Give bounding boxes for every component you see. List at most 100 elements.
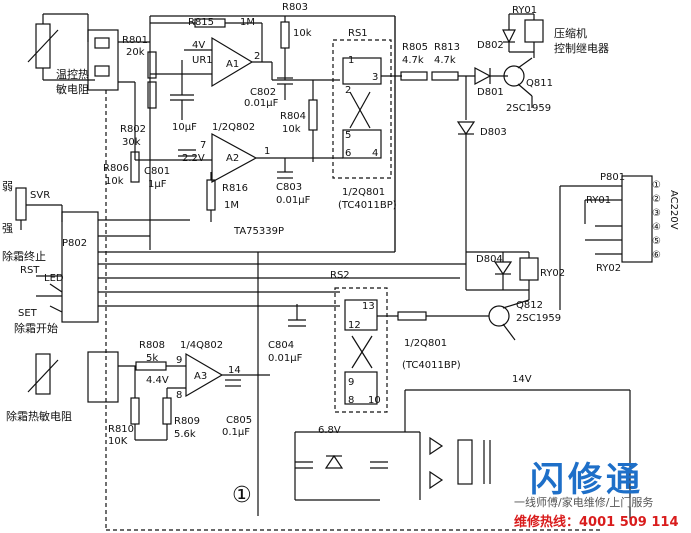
- q811-label: Q811: [526, 78, 553, 89]
- brand-tagline: 一线师傅/家电维修/上门服务: [514, 496, 654, 509]
- r806-label: R806: [103, 163, 130, 174]
- d804-label: D804: [476, 254, 503, 265]
- rs2-gate-2: [344, 371, 378, 405]
- r809-value: 5.6k: [174, 429, 196, 440]
- rs1-flipflop-box: [332, 39, 392, 179]
- temp-sensor-connector: [87, 29, 119, 91]
- p801-pin5: ⑤: [652, 236, 661, 247]
- ta-chip-label: TA75339P: [234, 226, 285, 237]
- rs1-pin3: 3: [372, 72, 379, 83]
- ur1-label: UR1: [192, 55, 213, 66]
- rs1-pin4: 4: [372, 148, 379, 159]
- weak-label: 弱: [2, 180, 13, 193]
- p801-pin3: ③: [652, 208, 661, 219]
- q812-label: Q812: [516, 300, 543, 311]
- r806-resistor: [130, 151, 140, 183]
- c805-label: C805: [226, 415, 253, 426]
- v22-label: 2.2V: [182, 153, 205, 164]
- c801-label: C801: [144, 166, 171, 177]
- q811-type: 2SC1959: [506, 103, 552, 114]
- r801-label: R801: [122, 35, 149, 46]
- compressor-relay-label: 压缩机: [554, 27, 587, 40]
- v4-label: 4V: [192, 40, 206, 51]
- q811-transistor: [503, 65, 525, 87]
- rs2-flipflop-box: [334, 287, 388, 413]
- a2-opamp: [211, 132, 258, 184]
- a2-pin1: 1: [264, 146, 271, 157]
- rectifier-diode: [429, 436, 444, 456]
- temp-sensor-label-2: 敏电阻: [56, 83, 89, 96]
- svr-label: SVR: [30, 190, 51, 201]
- r803-label: R803: [282, 2, 309, 13]
- a2-pin7: 7: [200, 140, 207, 151]
- connector-pin: [94, 37, 110, 49]
- c804-label: C804: [268, 340, 295, 351]
- svr-potentiometer: [15, 187, 27, 221]
- c801-value: 1μF: [148, 179, 167, 190]
- a3-label: A3: [194, 371, 208, 382]
- p802-label: P802: [62, 238, 88, 249]
- r803-value: 10k: [293, 28, 312, 39]
- compressor-relay-label-2: 控制继电器: [554, 42, 609, 55]
- p801-pin2: ②: [652, 194, 661, 205]
- p801-pin1: ①: [652, 180, 661, 191]
- rs2-pin8: 8: [348, 395, 355, 406]
- r809-resistor: [162, 397, 172, 425]
- defrost-sensor-connector: [87, 351, 119, 403]
- r805-label: R805: [402, 42, 429, 53]
- d803-diode: [456, 121, 476, 136]
- rs2-pin10: 10: [368, 395, 381, 406]
- c10-label: 10μF: [172, 122, 197, 133]
- rst-label: RST: [20, 265, 40, 276]
- thermistor-arrow: [27, 29, 59, 63]
- r809-label: R809: [174, 416, 201, 427]
- a1-pin2: 2: [254, 51, 261, 62]
- r805-resistor: [400, 71, 428, 81]
- r813-value: 4.7k: [434, 55, 456, 66]
- rs1-gate-2: [342, 129, 382, 159]
- a2-label: A2: [226, 153, 240, 164]
- c802-value: 0.01μF: [244, 98, 279, 109]
- p801-connector: [621, 175, 653, 263]
- r808-label: R808: [139, 340, 166, 351]
- ry02-relay-coil: [519, 257, 539, 281]
- led-label: LED: [44, 273, 64, 284]
- transformer: [457, 439, 473, 485]
- v14-label: 14V: [512, 374, 532, 385]
- r806-value: 10k: [105, 176, 124, 187]
- r808-value: 5k: [146, 353, 159, 364]
- rs1-pin1: 1: [348, 55, 355, 66]
- rs2-gate-1: [344, 299, 378, 331]
- r813-label: R813: [434, 42, 461, 53]
- v68-label: 6.8V: [318, 425, 341, 436]
- ry01-label: RY01: [512, 5, 538, 16]
- strong-label: 强: [2, 222, 13, 235]
- rs2-ic-label: (TC4011BP): [402, 360, 461, 371]
- r803-resistor: [280, 21, 290, 49]
- temp-sensor-label: 温控热: [56, 68, 89, 81]
- r816-resistor: [206, 179, 216, 211]
- q812-type: 2SC1959: [516, 313, 562, 324]
- r801-resistor: [147, 51, 157, 79]
- a3-pin14: 14: [228, 365, 241, 376]
- r816-label: R816: [222, 183, 249, 194]
- p801-ry02-label: RY02: [596, 263, 622, 274]
- rs1-label: RS1: [348, 28, 368, 39]
- set-label: SET: [18, 308, 37, 319]
- rs1-half-label: 1/2Q801: [342, 187, 386, 198]
- defrost-start-label: 除霜开始: [14, 322, 58, 335]
- zener-diode: [324, 454, 344, 469]
- c802-label: C802: [250, 87, 277, 98]
- ry01-relay-coil: [524, 19, 544, 43]
- r810-resistor: [130, 397, 140, 425]
- p801-pin4: ④: [652, 222, 661, 233]
- r813-resistor: [431, 71, 459, 81]
- a1-opamp: [211, 36, 254, 88]
- a3-part-label: 1/4Q802: [180, 340, 224, 351]
- p802-connector: [61, 211, 99, 323]
- d803-label: D803: [480, 127, 507, 138]
- c805-value: 0.1μF: [222, 427, 251, 438]
- ry02-label: RY02: [540, 268, 566, 279]
